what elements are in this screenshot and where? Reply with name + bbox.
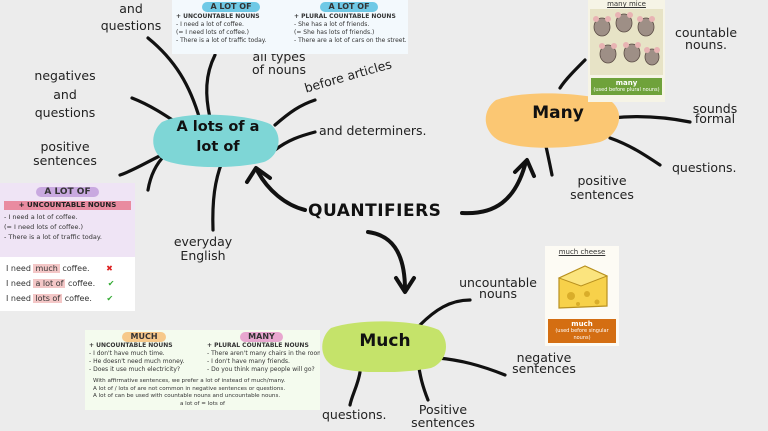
much-title: Much <box>359 331 411 351</box>
card-a-lot-of-top: A LOT OF + UNCOUNTABLE NOUNS - I need a … <box>172 0 408 54</box>
quantifiers-title: QUANTIFIERS <box>308 201 442 221</box>
card-much-many-bottom: MUCH + UNCOUNTABLE NOUNS - I don't have … <box>85 330 320 410</box>
lots-of-blob <box>153 114 279 168</box>
example-row: I need lots of coffee. ✔ <box>6 294 114 303</box>
mice-illustration <box>590 9 663 75</box>
cross-icon: ✖ <box>106 264 113 273</box>
card-much-cheese: much cheese much (used before singular n… <box>545 246 619 346</box>
many-blob <box>485 93 620 148</box>
label-and-determiners: and determiners. <box>319 123 427 138</box>
many-title: Many <box>532 103 584 123</box>
card-many-mice: many mice many (used before plural nouns… <box>588 0 665 102</box>
much-blob <box>322 321 446 372</box>
check-icon: ✔ <box>106 294 114 303</box>
cheese-illustration <box>557 265 609 309</box>
example-row: I need much coffee. ✖ <box>6 264 113 273</box>
label-questions-many: questions. <box>672 160 737 175</box>
label-questions-much: questions. <box>322 407 387 422</box>
example-row: I need a lot of coffee. ✔ <box>6 279 115 288</box>
label-negatives-and-questions: negatives and questions <box>34 68 96 120</box>
check-icon: ✔ <box>107 279 115 288</box>
card-a-lot-of-left: A LOT OF + UNCOUNTABLE NOUNS - I need a … <box>0 183 135 311</box>
